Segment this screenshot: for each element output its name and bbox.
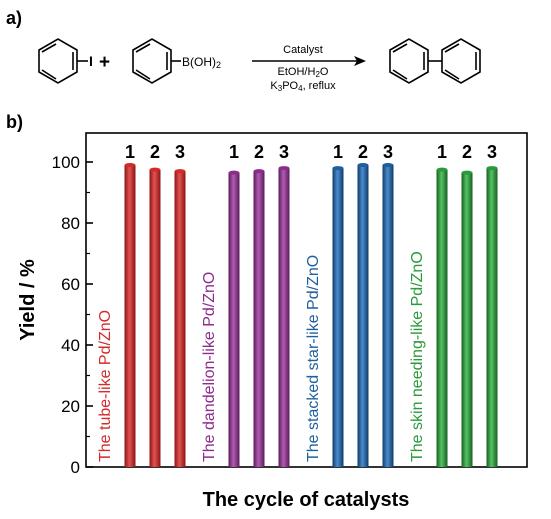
- iodine-label: I: [89, 53, 93, 69]
- cycle-label: 3: [279, 142, 289, 162]
- bar-cap: [124, 163, 136, 168]
- bar-cap: [436, 167, 448, 172]
- phenylboronic-acid-structure: [132, 38, 181, 84]
- y-axis: 0 20 40 60 80 100: [52, 153, 93, 477]
- solvent-condition: EtOH/H2O: [278, 66, 329, 79]
- boronic-acid-label: B(OH)2: [182, 55, 221, 70]
- bar: [436, 169, 448, 467]
- y-tick-label: 40: [61, 336, 80, 355]
- bar-cap: [486, 166, 498, 171]
- group-label: The tube-like Pd/ZnO: [97, 310, 114, 462]
- bar: [124, 165, 136, 468]
- catalyst-condition: Catalyst: [283, 44, 323, 56]
- group-label: The stacked star-like Pd/ZnO: [305, 255, 322, 462]
- bar: [228, 172, 240, 468]
- cycle-label: 1: [333, 142, 343, 162]
- plot-frame: [85, 132, 528, 468]
- cycle-label: 3: [383, 142, 393, 162]
- bar-cap: [149, 167, 161, 172]
- bar: [332, 168, 344, 467]
- bar: [174, 171, 186, 467]
- bar: [149, 169, 161, 467]
- cycle-label: 3: [487, 142, 497, 162]
- reaction-arrow: [252, 56, 366, 66]
- bar-cap: [253, 169, 265, 174]
- bar: [357, 165, 369, 468]
- cycle-label: 2: [358, 142, 368, 162]
- bar: [382, 165, 394, 468]
- cycle-label: 2: [254, 142, 264, 162]
- x-axis-title: The cycle of catalysts: [203, 489, 410, 511]
- y-axis-title: Yield / %: [17, 259, 39, 341]
- cycle-label: 3: [175, 142, 185, 162]
- plus-sign: +: [99, 52, 110, 73]
- bar-cap: [278, 166, 290, 171]
- bar-cap: [332, 166, 344, 171]
- bar-cap: [228, 170, 240, 175]
- y-tick-label: 80: [61, 214, 80, 233]
- bar: [253, 171, 265, 467]
- cycle-label: 1: [229, 142, 239, 162]
- group-label: The skin needing-like Pd/ZnO: [409, 251, 426, 462]
- bar: [278, 168, 290, 467]
- biphenyl-structure: [389, 38, 481, 84]
- iodobenzene-structure: [38, 38, 88, 84]
- y-tick-label: 100: [52, 153, 80, 172]
- cycle-label: 1: [125, 142, 135, 162]
- cycle-label: 2: [150, 142, 160, 162]
- cycle-label: 2: [462, 142, 472, 162]
- y-tick-label: 60: [61, 275, 80, 294]
- y-tick-label: 0: [71, 458, 80, 477]
- bar-cap: [174, 169, 186, 174]
- base-condition: K3PO4, reflux: [270, 80, 336, 93]
- bar-cap: [357, 163, 369, 168]
- bar-cap: [461, 170, 473, 175]
- reaction-scheme: a) I + B(OH)2 Catalyst EtOH/H2O K3PO4, r…: [6, 8, 481, 93]
- panel-b-label: b): [6, 112, 23, 132]
- group-label: The dandelion-like Pd/ZnO: [201, 272, 218, 462]
- cycle-label: 1: [437, 142, 447, 162]
- y-tick-label: 20: [61, 397, 80, 416]
- panel-a-label: a): [6, 8, 22, 28]
- bar: [461, 172, 473, 468]
- bar-cap: [382, 163, 394, 168]
- bar: [486, 168, 498, 467]
